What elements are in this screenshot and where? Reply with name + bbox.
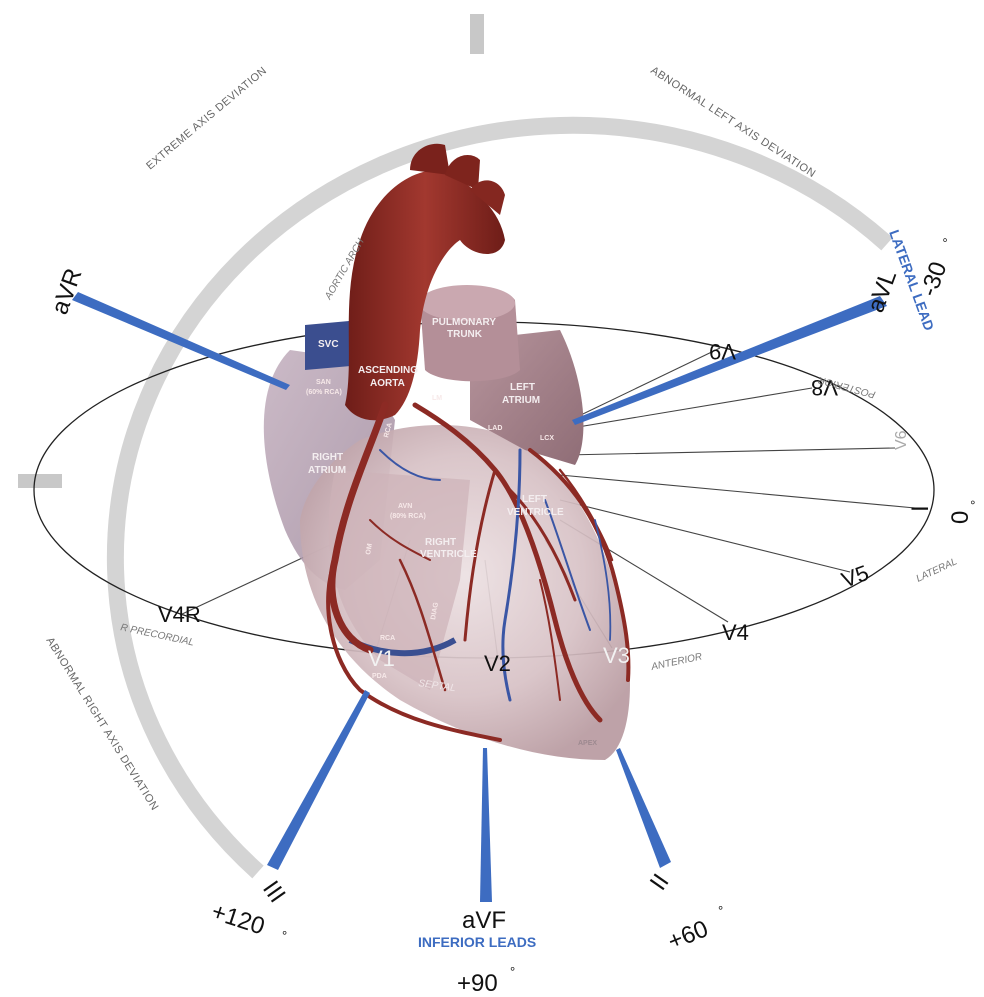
label-lad: LAD — [488, 425, 502, 432]
spoke-avf — [480, 748, 492, 902]
label-san-2: (60% RCA) — [306, 389, 342, 396]
label-right-atrium-2: ATRIUM — [308, 465, 346, 476]
label-right-ventricle-2: VENTRICLE — [420, 549, 477, 560]
angle-plus90: +90 — [457, 970, 498, 997]
lead-v6: V6 — [893, 430, 910, 450]
label-left-atrium-1: LEFT — [510, 382, 535, 393]
lead-v3: V3 — [603, 643, 630, 668]
lead-avf: aVF — [462, 907, 506, 934]
label-inferior-leads: INFERIOR LEADS — [418, 934, 536, 950]
label-pulmonary-trunk-1: PULMONARY — [432, 317, 496, 328]
angle-plus120: +120 — [208, 898, 268, 940]
label-svc: SVC — [318, 339, 339, 350]
zone-label-abnormal-left: ABNORMAL LEFT AXIS DEVIATION — [648, 64, 817, 180]
label-avn-2: (80% RCA) — [390, 513, 426, 520]
label-left-ventricle-1: LEFT — [522, 494, 547, 505]
label-rca-lower: RCA — [380, 635, 395, 642]
label-lm: LM — [432, 395, 442, 402]
lead-i: I — [907, 505, 934, 512]
ring-tick-left — [18, 474, 62, 488]
lead-v4: V4 — [722, 620, 749, 645]
spoke-ii — [616, 748, 671, 868]
angle-plus60-degree: ° — [718, 903, 723, 918]
label-pulmonary-trunk-2: TRUNK — [447, 329, 483, 340]
label-left-ventricle-2: VENTRICLE — [507, 507, 564, 518]
label-avn-1: AVN — [398, 503, 412, 510]
label-ascending-aorta-1: ASCENDING — [358, 365, 418, 376]
lead-iii: III — [257, 876, 291, 908]
label-apex: APEX — [578, 740, 597, 747]
spoke-iii — [267, 690, 370, 870]
angle-plus60: +60 — [664, 915, 712, 955]
lead-ii: II — [645, 869, 675, 895]
angle-zero-degree: ° — [968, 500, 983, 505]
zone-label-extreme: EXTREME AXIS DEVIATION — [144, 65, 269, 173]
label-lcx: LCX — [540, 435, 554, 442]
lead-avr: aVR — [46, 265, 87, 318]
lead-avl: aVL — [862, 267, 902, 316]
label-right-atrium-1: RIGHT — [312, 452, 343, 463]
lead-v1: V1 — [368, 646, 395, 671]
lead-v5: V5 — [838, 560, 872, 593]
label-ascending-aorta-2: AORTA — [370, 378, 405, 389]
label-san-1: SAN — [316, 379, 331, 386]
angle-plus120-degree: ° — [282, 928, 287, 943]
region-lateral: LATERAL — [915, 556, 959, 584]
angle-minus30-degree: ° — [940, 236, 956, 246]
lead-v2: V2 — [484, 651, 511, 676]
label-right-ventricle-1: RIGHT — [425, 537, 456, 548]
spoke-avr — [72, 292, 290, 390]
angle-zero: 0 — [947, 511, 974, 524]
lead-v4r: V4R — [158, 602, 201, 627]
lead-v9: V9 — [709, 339, 736, 364]
ring-tick-top — [470, 14, 484, 54]
region-anterior: ANTERIOR — [649, 651, 703, 673]
angle-plus90-degree: ° — [510, 964, 515, 979]
label-pda: PDA — [372, 673, 387, 680]
label-left-atrium-2: ATRIUM — [502, 395, 540, 406]
